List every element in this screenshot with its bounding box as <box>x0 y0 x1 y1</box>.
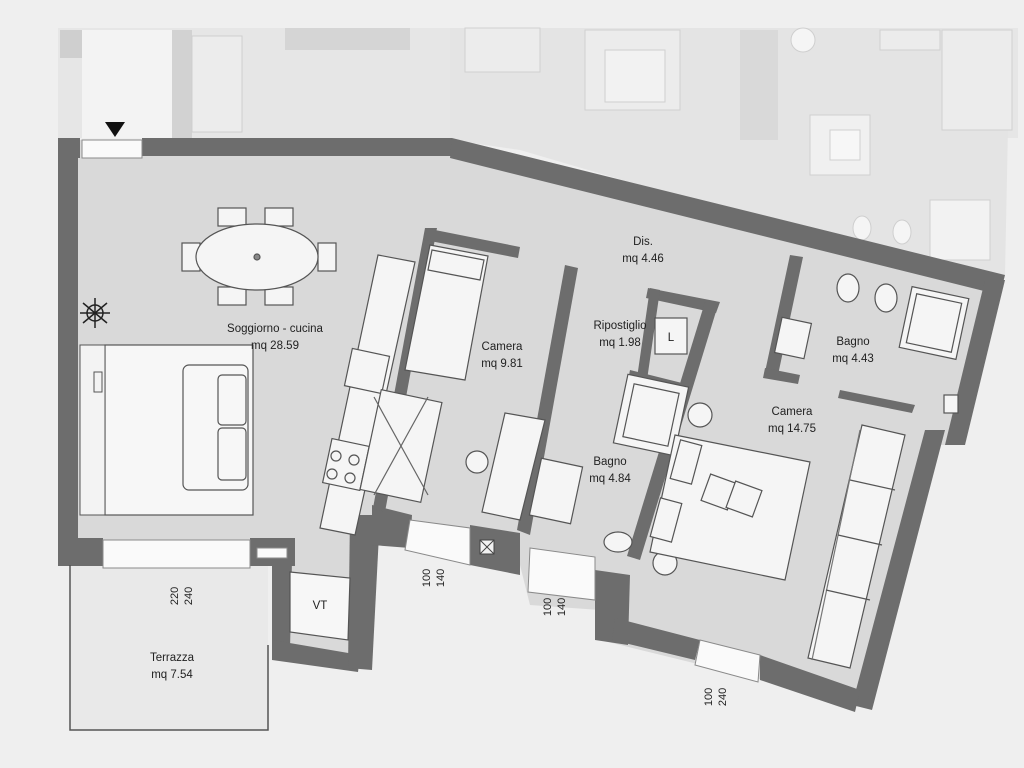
wardrobe <box>807 424 906 669</box>
room-labels: Soggiorno - cucina mq 28.59 Camera mq 9.… <box>150 236 874 681</box>
bagno1-name: Bagno <box>593 456 626 468</box>
terrace-floor <box>70 565 268 730</box>
soggiorno-name: Soggiorno - cucina <box>227 323 323 335</box>
terrace-window-width: 220 <box>169 587 181 605</box>
camera2-window-height: 240 <box>717 688 729 706</box>
neighbor-units <box>58 27 1018 275</box>
bagno-window <box>527 547 596 601</box>
camera-window <box>404 519 471 566</box>
camera2-name: Camera <box>772 406 814 418</box>
camera2-window-width: 100 <box>703 688 715 706</box>
kitchen-counter <box>319 254 443 536</box>
bagno-window-height: 140 <box>556 598 568 616</box>
camera2-window <box>694 639 761 683</box>
ripostiglio-area: mq 1.98 <box>599 337 641 349</box>
single-bed <box>404 244 489 381</box>
plant-icon <box>80 298 110 328</box>
camera2-area: mq 14.75 <box>768 423 816 435</box>
camera1-area: mq 9.81 <box>481 358 523 370</box>
bagno2-area: mq 4.43 <box>832 353 874 365</box>
window-dimensions: 220 240 100 140 100 140 100 240 <box>169 569 729 706</box>
double-bed <box>649 434 811 581</box>
dis-area: mq 4.46 <box>622 253 664 265</box>
dining-table <box>181 207 337 306</box>
terrace-window-height: 240 <box>183 587 195 605</box>
soggiorno-area: mq 28.59 <box>251 340 299 352</box>
bagno1-area: mq 4.84 <box>589 473 631 485</box>
bathroom-1-fixtures <box>528 373 713 576</box>
laundry-label: L <box>668 332 675 344</box>
bathroom-2-fixtures <box>773 273 970 414</box>
terrace-window <box>102 539 251 569</box>
vt-box: VT <box>289 571 351 641</box>
sofa <box>104 344 254 516</box>
desk <box>465 412 546 521</box>
camera1-name: Camera <box>482 341 524 353</box>
terrace-outline <box>69 565 269 731</box>
entrance-arrow-icon <box>105 122 125 137</box>
camera-window-height: 140 <box>435 569 447 587</box>
bagno-window-width: 100 <box>542 598 554 616</box>
utility-box-icon <box>479 539 495 555</box>
dis-name: Dis. <box>633 236 653 248</box>
tv-unit <box>79 344 106 516</box>
laundry-unit <box>654 317 688 355</box>
terrazza-area: mq 7.54 <box>151 669 193 681</box>
ripostiglio-name: Ripostiglio <box>593 320 646 332</box>
camera-window-width: 100 <box>421 569 433 587</box>
openings <box>81 139 761 683</box>
bagno2-name: Bagno <box>836 336 869 348</box>
vt-label: VT <box>313 600 328 612</box>
terrazza-name: Terrazza <box>150 652 195 664</box>
